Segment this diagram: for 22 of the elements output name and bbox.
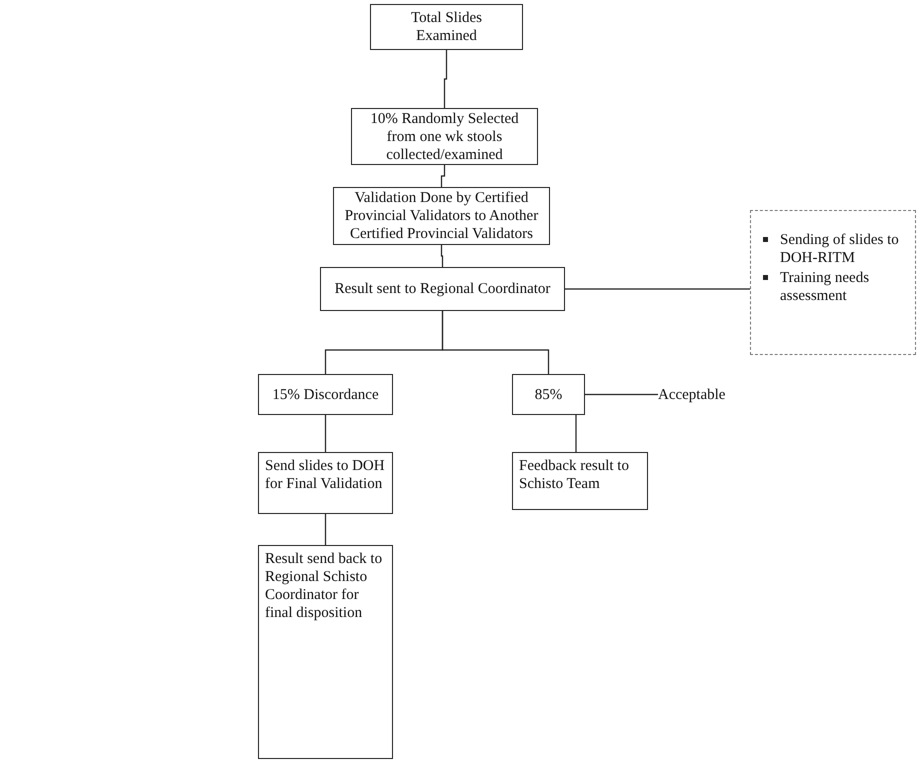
connector-line [585,394,658,396]
connector-line [444,50,448,108]
process-box: Validation Done by Certified Provincial Validators to Another Certified Provincial Validators [333,187,550,245]
process-box: Send slides to DOH for Final Validation [258,452,393,514]
note-box [750,210,916,355]
process-box: 10% Randomly Selected from one wk stools collected/examined [351,108,538,165]
process-box: Result send back to Regional Schisto Coordinator for final disposition [258,545,393,759]
outcome-label: Acceptable [658,384,748,406]
process-box: Feedback result to Schisto Team [512,452,648,510]
process-box: 15% Discordance [258,374,393,415]
connector-line [440,165,446,187]
connector-line [575,415,577,452]
list-item: Training needs assessment [780,269,870,305]
process-box: 85% [512,374,585,415]
connector-line [324,415,326,452]
process-box: Total Slides Examined [370,4,523,50]
process-box: Result sent to Regional Coordinator [320,267,565,311]
connector-line [442,311,550,374]
connector-line [324,514,326,545]
connector-line [565,288,750,290]
connector-line [440,245,444,267]
list-item: Sending of slides to DOH-RITM [780,231,900,267]
